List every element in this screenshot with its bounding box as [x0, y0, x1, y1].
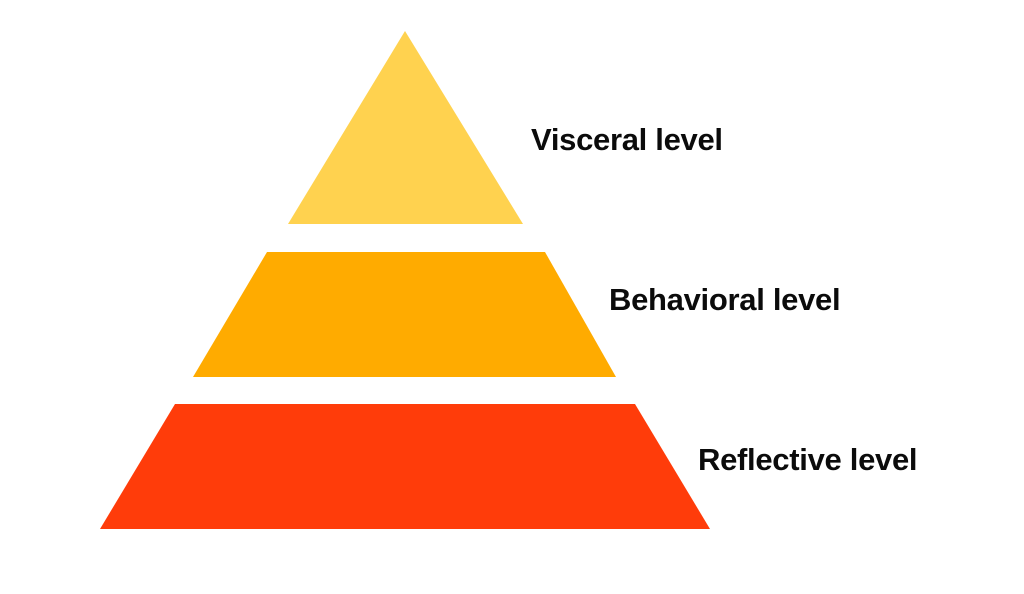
label-behavioral-level: Behavioral level: [609, 282, 841, 317]
pyramid-segment-visceral: [288, 31, 523, 224]
label-reflective-level: Reflective level: [698, 442, 918, 477]
pyramid-segment-behavioral: [193, 252, 616, 377]
label-visceral-level: Visceral level: [531, 122, 723, 157]
pyramid-segment-reflective: [100, 404, 710, 529]
